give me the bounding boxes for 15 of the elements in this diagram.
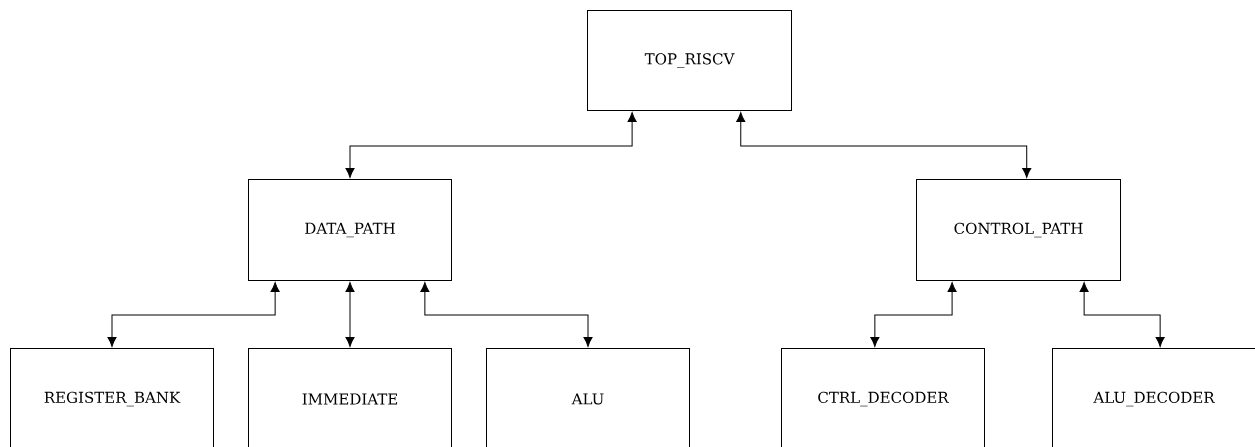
module-box: CTRL_DECODER — [781, 348, 985, 447]
module-box: IMMEDIATE — [248, 348, 452, 447]
module-box: ALU — [486, 348, 690, 447]
module-box: TOP_RISCV — [587, 10, 792, 111]
arrow — [345, 282, 355, 347]
module-box: DATA_PATH — [248, 179, 452, 281]
module-box: ALU_DECODER — [1052, 348, 1255, 447]
arrow — [107, 282, 280, 347]
arrow — [345, 112, 637, 178]
arrow — [1079, 282, 1165, 347]
module-box: REGISTER_BANK — [10, 348, 214, 447]
arrow — [736, 112, 1032, 178]
arrow — [420, 282, 593, 347]
arrow — [870, 282, 957, 347]
module-box: CONTROL_PATH — [916, 179, 1121, 281]
